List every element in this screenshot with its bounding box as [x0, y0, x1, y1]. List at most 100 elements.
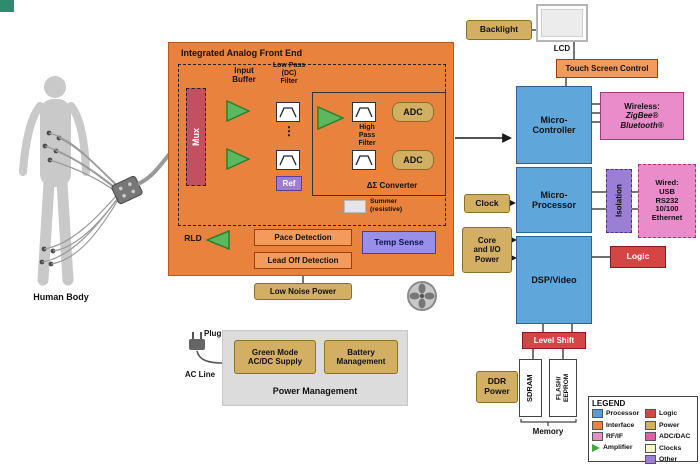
pace-detection-label: Pace Detection — [274, 232, 332, 242]
clocks-swatch — [644, 443, 656, 453]
arrow-lines — [455, 133, 517, 263]
isolation-label: Isolation — [614, 184, 624, 218]
lcd-label: LCD — [553, 44, 571, 53]
backlight-block: Backlight — [466, 20, 532, 40]
battery-management-block: Battery Management — [324, 340, 398, 374]
core-io-power-label: Core and I/O Power — [473, 236, 501, 264]
logic-block: Logic — [610, 246, 666, 268]
interface-swatch — [592, 420, 603, 430]
amplifier-icon — [226, 148, 250, 170]
sigma-delta-converter-label: ΔΣ Converter — [366, 181, 418, 190]
legend-item: RF/IF — [592, 432, 645, 441]
lead-off-detection-block: Lead Off Detection — [254, 252, 352, 269]
human-body-label: Human Body — [33, 292, 89, 302]
filter-icon — [355, 155, 373, 166]
legend-label: Power — [658, 421, 680, 429]
plug-cord — [196, 350, 223, 364]
backlight-label: Backlight — [479, 24, 519, 35]
dsp-video-block: DSP/Video — [516, 236, 592, 324]
legend-label: ADC/DAC — [658, 433, 691, 440]
legend-item: ADC/DAC — [644, 432, 694, 441]
high-pass-filter-label: High Pass Filter — [350, 124, 384, 149]
micro-processor-block: Micro- Processor — [516, 167, 592, 233]
legend-label: Amplifier — [603, 444, 633, 451]
micro-processor-label: Micro- Processor — [531, 189, 577, 210]
ddr-power-block: DDR Power — [476, 371, 518, 403]
green-mode-supply-label: Green Mode AC/DC Supply — [247, 347, 303, 366]
amplifier-swatch-icon — [592, 443, 600, 452]
legend-item: Interface — [592, 420, 645, 430]
micro-controller-label: Micro- Controller — [532, 114, 576, 135]
filter-icon — [355, 107, 373, 118]
legend-label: Processor — [606, 410, 640, 417]
isolation-block: Isolation — [606, 169, 632, 233]
legend-label: Clocks — [658, 444, 682, 452]
lcd-icon — [536, 4, 588, 42]
summer-label: Summer (resistive) — [370, 198, 403, 213]
logic-swatch — [644, 409, 656, 418]
afe-title: Integrated Analog Front End — [181, 48, 303, 58]
lead-off-detection-label: Lead Off Detection — [267, 255, 339, 265]
amplifier-icon — [226, 100, 250, 122]
low-pass-filter-block — [276, 102, 300, 122]
temp-sense-block: Temp Sense — [362, 231, 436, 254]
legend-item: Processor — [592, 409, 645, 418]
fan-icon — [407, 281, 437, 311]
level-shift-block: Level Shift — [522, 332, 586, 349]
low-pass-filter-block — [276, 150, 300, 170]
sdram-block: SDRAM — [519, 359, 542, 417]
mux-block: Mux — [186, 88, 206, 186]
ddr-power-label: DDR Power — [484, 376, 510, 396]
legend-item: Logic — [644, 409, 694, 418]
rfif-swatch — [592, 432, 603, 441]
legend-item: Amplifier — [592, 443, 645, 452]
legend-label: Other — [658, 456, 678, 463]
logic-label: Logic — [626, 251, 650, 262]
legend-column-left: Processor Interface RF/IF Amplifier — [592, 409, 645, 465]
legend-item: Power — [644, 420, 694, 430]
converter-region — [312, 92, 446, 196]
zigbee-label: ZigBee® — [625, 111, 659, 121]
dsp-video-label: DSP/Video — [531, 274, 577, 285]
bluetooth-label: Bluetooth® — [620, 120, 664, 130]
touch-screen-control-block: Touch Screen Control — [556, 59, 658, 78]
legend-label: Logic — [658, 410, 678, 417]
low-pass-filter-label: Low Pass (DC) Filter — [272, 62, 306, 86]
legend-label: RF/IF — [606, 433, 623, 440]
high-pass-filter-block — [352, 150, 376, 170]
wireless-title: Wireless: — [624, 102, 660, 112]
wired-label: Wired: USB RS232 10/100 Ethernet — [651, 178, 683, 222]
rld-amplifier-icon — [206, 230, 230, 250]
sdram-label: SDRAM — [525, 374, 535, 402]
filter-icon — [279, 155, 297, 166]
mux-label: Mux — [190, 128, 201, 146]
summer-block — [344, 200, 366, 213]
battery-management-label: Battery Management — [336, 347, 386, 366]
adc-label: ADC — [403, 154, 423, 165]
power-management-title: Power Management — [272, 386, 358, 396]
touch-screen-control-label: Touch Screen Control — [565, 63, 649, 73]
power-swatch — [644, 420, 656, 430]
low-noise-power-block: Low Noise Power — [254, 283, 352, 300]
flash-eeprom-label: FLASH/ EEPROM — [555, 373, 570, 403]
ac-line-label: AC Line — [184, 370, 216, 379]
high-pass-filter-block — [352, 102, 376, 122]
adcdac-swatch — [644, 432, 656, 441]
processor-swatch — [592, 409, 603, 418]
rld-label: RLD — [184, 233, 202, 243]
wired-block: Wired: USB RS232 10/100 Ethernet — [638, 164, 696, 238]
clock-label: Clock — [475, 197, 499, 208]
ac-plug-icon — [189, 332, 205, 350]
electrode-leads — [41, 132, 119, 265]
legend-title: LEGEND — [592, 399, 626, 408]
adc-block-top: ADC — [392, 102, 434, 122]
micro-controller-block: Micro- Controller — [516, 86, 592, 164]
low-noise-power-label: Low Noise Power — [269, 286, 337, 296]
pace-detection-block: Pace Detection — [254, 229, 352, 246]
core-io-power-block: Core and I/O Power — [462, 227, 512, 273]
lcd-screen — [541, 9, 583, 37]
plug-label: Plug — [204, 329, 222, 338]
flash-eeprom-block: FLASH/ EEPROM — [549, 359, 577, 417]
legend-label: Interface — [606, 421, 635, 429]
